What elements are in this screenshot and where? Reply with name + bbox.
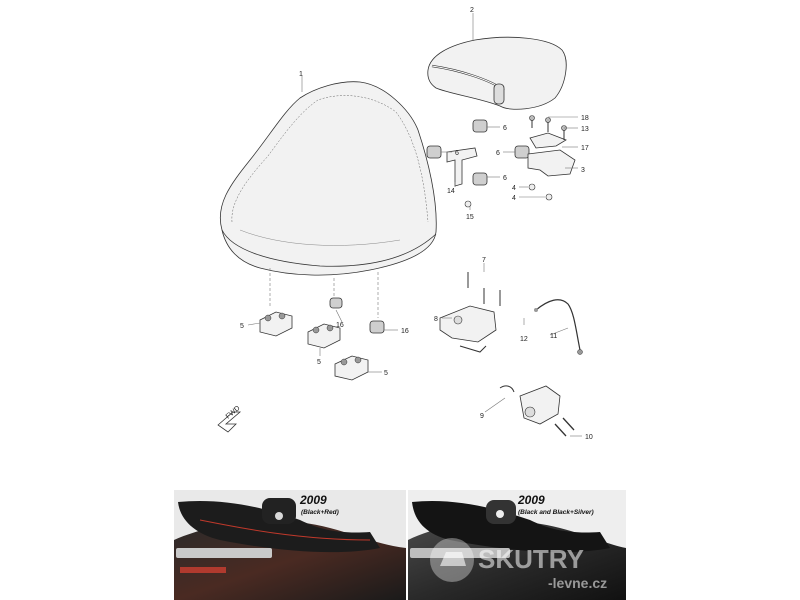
callout-12: 12 bbox=[520, 336, 528, 343]
callout-7: 7 bbox=[482, 257, 486, 264]
callout-3: 3 bbox=[581, 167, 585, 174]
callout-2: 2 bbox=[470, 7, 474, 14]
callout-4b: 4 bbox=[512, 195, 516, 202]
callout-16a: 16 bbox=[336, 322, 344, 329]
skutry-watermark: SKUTRY -levne.cz bbox=[430, 538, 607, 591]
callout-9: 9 bbox=[480, 413, 484, 420]
photo-1-year: 2009 bbox=[299, 493, 327, 507]
callout-11: 11 bbox=[550, 333, 557, 340]
callout-5c: 5 bbox=[384, 370, 388, 377]
callout-16b: 16 bbox=[401, 328, 409, 335]
callout-15: 15 bbox=[466, 214, 474, 221]
watermark-domain: -levne.cz bbox=[548, 575, 607, 591]
rider-seat bbox=[219, 81, 437, 276]
photo-2-variant: (Black and Black+Silver) bbox=[518, 509, 594, 516]
callout-17: 17 bbox=[581, 145, 589, 152]
bracket-parts bbox=[446, 132, 576, 187]
watermark-brand: SKUTRY bbox=[478, 544, 584, 574]
passenger-seat bbox=[427, 36, 567, 110]
callout-leaders bbox=[247, 13, 582, 437]
photo-2-year: 2009 bbox=[517, 493, 545, 507]
callout-5b: 5 bbox=[317, 359, 321, 366]
callout-10: 10 bbox=[585, 434, 593, 441]
seat-lock-assembly bbox=[439, 272, 583, 355]
callout-8: 8 bbox=[434, 316, 438, 323]
callout-labels: 1 2 18 13 6 6 17 6 6 3 4 4 14 15 7 8 12 … bbox=[240, 7, 593, 441]
callout-1: 1 bbox=[299, 71, 303, 78]
callout-14: 14 bbox=[447, 188, 455, 195]
callout-4a: 4 bbox=[512, 185, 516, 192]
photo-black-red: 2009 (Black+Red) bbox=[174, 490, 406, 600]
callout-6b: 6 bbox=[455, 150, 459, 157]
callout-18: 18 bbox=[581, 115, 589, 122]
callout-6a: 6 bbox=[503, 125, 507, 132]
photo-black-silver: 2009 (Black and Black+Silver) bbox=[408, 490, 626, 600]
forward-direction-arrow: FWD bbox=[217, 405, 242, 433]
photo-1-variant: (Black+Red) bbox=[301, 509, 339, 516]
callout-6c: 6 bbox=[496, 150, 500, 157]
key-lock-assembly bbox=[499, 385, 575, 437]
mount-blocks bbox=[259, 268, 379, 381]
callout-13: 13 bbox=[581, 126, 589, 133]
callout-6d: 6 bbox=[503, 175, 507, 182]
callout-5a: 5 bbox=[240, 323, 244, 330]
